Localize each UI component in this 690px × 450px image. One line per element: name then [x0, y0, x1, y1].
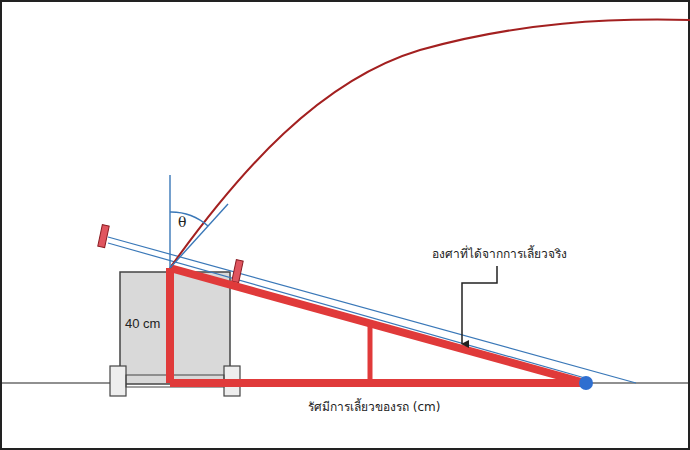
axis-label: รัศมีการเลี้ยวของรถ (cm): [306, 400, 442, 414]
dimension-label: 40 cm: [123, 316, 162, 332]
callout-label: องศาที่ได้จากการเลี้ยวจริง: [430, 247, 569, 261]
angle-symbol: θ: [176, 214, 188, 231]
